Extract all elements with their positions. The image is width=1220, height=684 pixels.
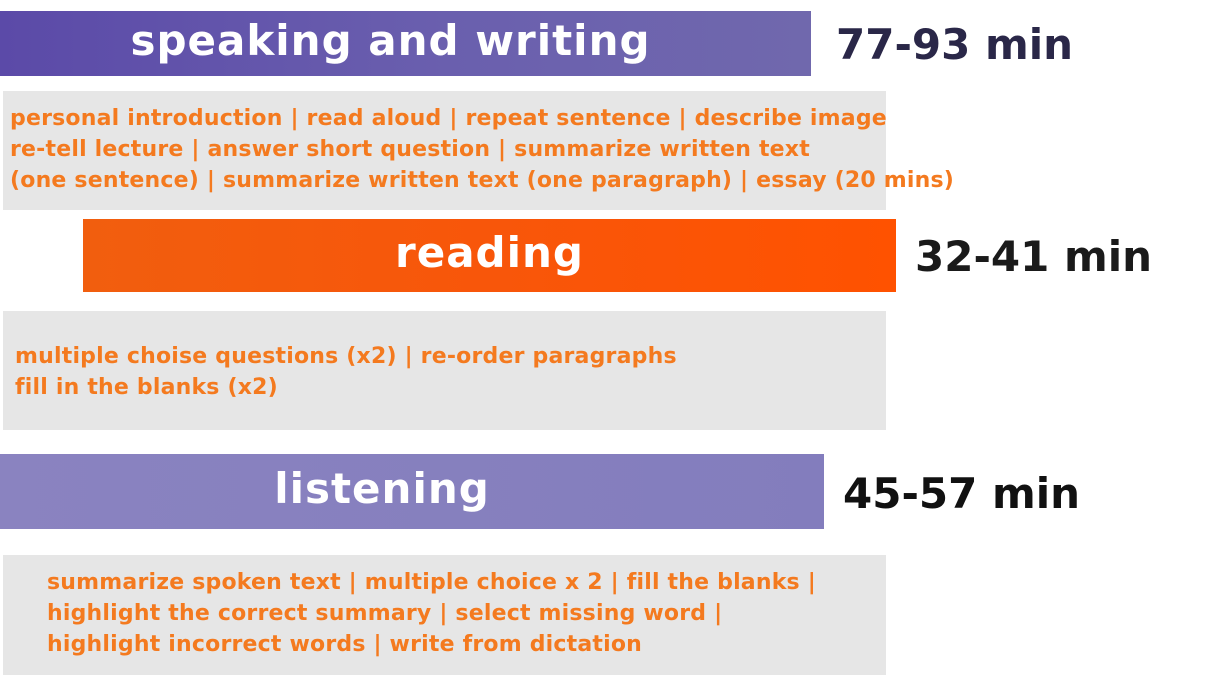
section-title: speaking and writing [130, 16, 651, 65]
detail-line: multiple choise questions (x2) | re-orde… [15, 344, 677, 369]
section-title: reading [395, 228, 584, 277]
detail-line: fill in the blanks (x2) [15, 375, 278, 400]
detail-line: summarize spoken text | multiple choice … [47, 570, 816, 595]
section-duration: 32-41 min [915, 232, 1153, 281]
detail-line: highlight incorrect words | write from d… [47, 632, 643, 657]
detail-line: (one sentence) | summarize written text … [10, 168, 955, 193]
section-title: listening [274, 464, 490, 513]
section-banner-speaking-writing: speaking and writing [0, 11, 811, 76]
section-details-panel: multiple choise questions (x2) | re-orde… [3, 311, 886, 430]
detail-line: highlight the correct summary | select m… [47, 601, 723, 626]
section-banner-listening: listening [0, 454, 824, 529]
section-details-panel: personal introduction | read aloud | rep… [3, 91, 955, 210]
section-banner-reading: reading [83, 219, 896, 292]
detail-line: personal introduction | read aloud | rep… [10, 106, 887, 131]
detail-line: re-tell lecture | answer short question … [10, 137, 810, 162]
section-details-panel: summarize spoken text | multiple choice … [3, 555, 886, 675]
section-duration: 77-93 min [836, 20, 1074, 69]
section-duration: 45-57 min [843, 469, 1081, 518]
